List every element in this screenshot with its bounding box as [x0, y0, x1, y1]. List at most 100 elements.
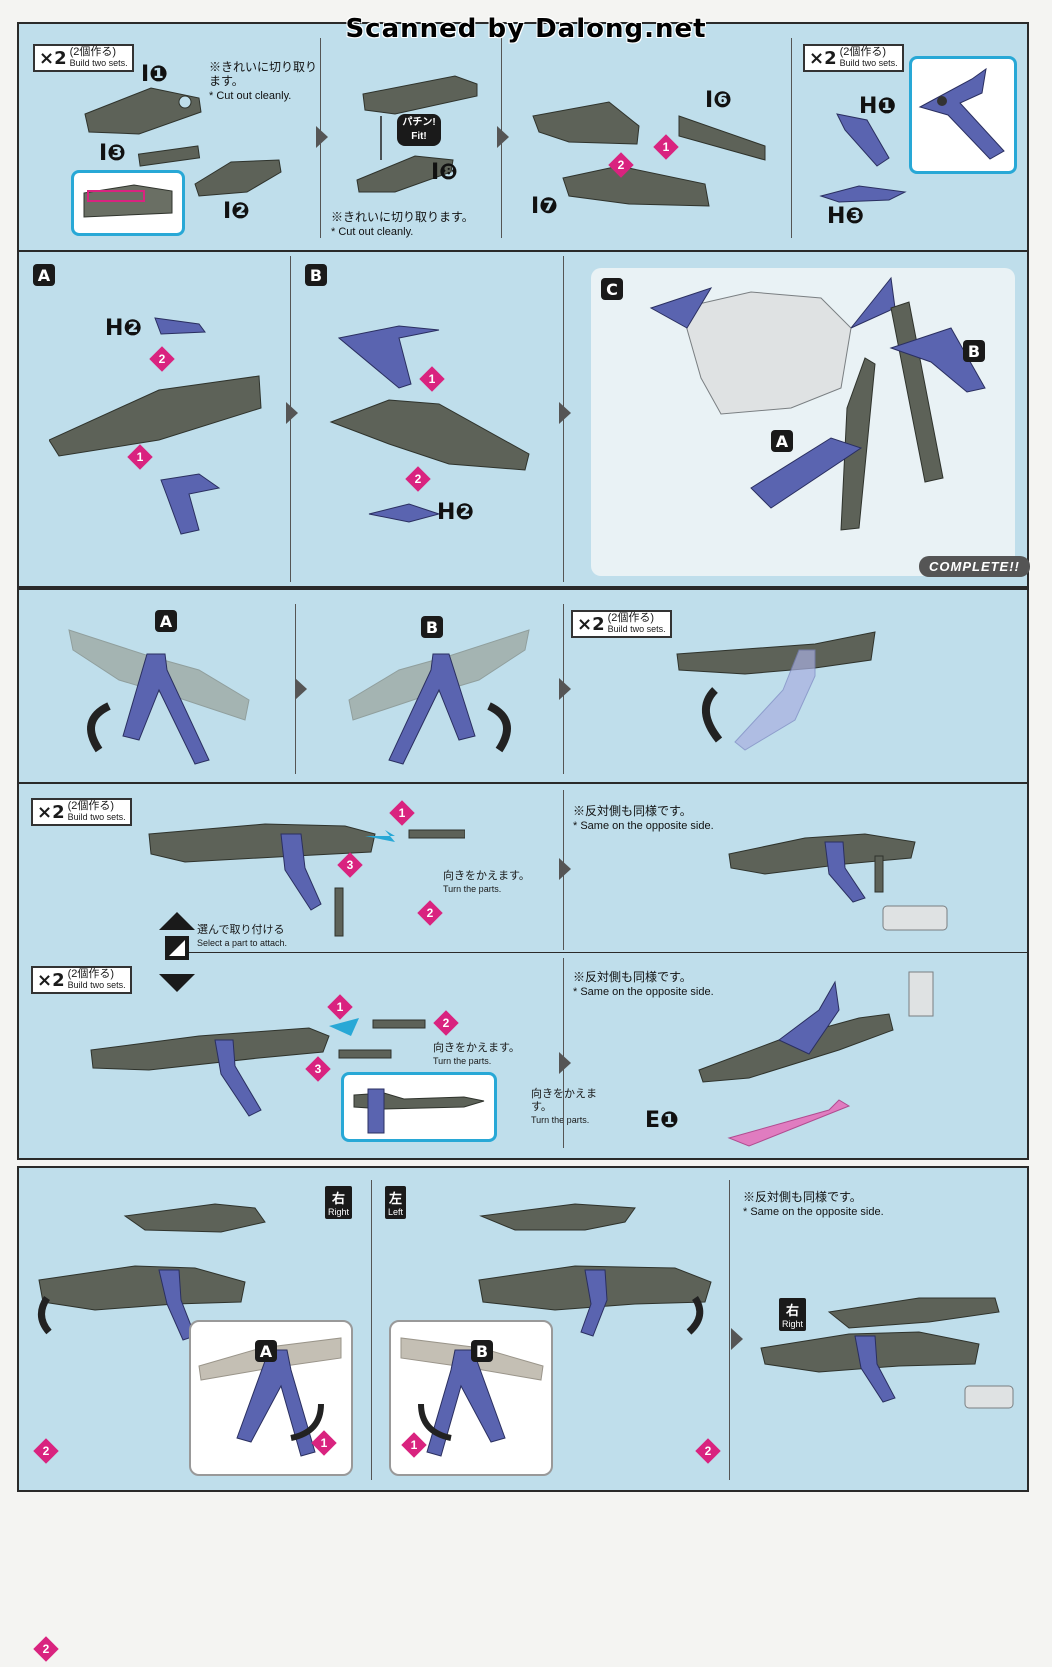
step-arrow [559, 402, 571, 424]
part-label-i3: I❸ [99, 141, 126, 166]
final-right-wing [760, 1297, 1014, 1409]
step-marker-1: 1 [401, 1432, 427, 1458]
wing-with-part-attach [148, 823, 465, 937]
step-marker-1: 1 [389, 800, 415, 826]
badge-en: Build two sets. [67, 980, 126, 990]
wing-rotate-b [348, 629, 530, 765]
instruction-panel-top: ×2 (2個作る)Build two sets. I❶ I❸ I❷ ※きれいに切… [17, 22, 1030, 588]
part-label-i6: I❻ [705, 88, 732, 113]
part-label-i1: I❶ [141, 62, 168, 87]
wing-rotate-a [68, 629, 250, 765]
label-a: A [255, 1340, 277, 1362]
label-a-final: A [771, 430, 793, 452]
assembly-b-drawing [329, 325, 530, 523]
select-note: 選んで取り付ける Select a part to attach. [197, 924, 337, 950]
step-arrow [559, 1052, 571, 1074]
label-c: C [601, 278, 623, 300]
step-arrow [731, 1328, 743, 1350]
right-side-tag: 右 Right [325, 1186, 353, 1219]
part-i1-body [84, 87, 202, 167]
divider [320, 38, 321, 238]
same-side-note-3: ※反対側も同様です。 * Same on the opposite side. [743, 1190, 1003, 1219]
select-note-en: Select a part to attach. [197, 938, 288, 948]
part-label-i2: I❷ [223, 199, 250, 224]
turn-note-en: Turn the parts. [531, 1115, 590, 1125]
same-note-en: * Same on the opposite side. [573, 986, 714, 998]
section-divider [19, 250, 1027, 252]
completed-model-drawing [649, 276, 986, 531]
wing-with-rail-attach [90, 1018, 426, 1117]
badge-en: Build two sets. [69, 58, 128, 68]
turn-note-3: 向きをかえます。 Turn the parts. [531, 1088, 601, 1127]
build-two-badge: ×2 (2個作る)Build two sets. [803, 44, 904, 72]
part-label-i8: I❽ [431, 160, 458, 185]
scan-credit: Scanned by Dalong.net [345, 14, 707, 44]
wing-with-hand-1 [728, 833, 948, 931]
turn-note-jp: 向きをかえます。 [531, 1088, 597, 1113]
detail-inset-2 [909, 56, 1017, 174]
step-marker-1: 1 [327, 994, 353, 1020]
cut-note-jp: ※きれいに切り取ります。 [209, 60, 318, 88]
same-side-note-1: ※反対側も同様です。 * Same on the opposite side. [573, 804, 813, 833]
part-h1-h3 [819, 113, 907, 203]
turn-note-1: 向きをかえます。 Turn the parts. [443, 870, 543, 896]
step-marker-1: 1 [311, 1430, 337, 1456]
step-marker-2: 2 [405, 466, 431, 492]
step-arrow [316, 126, 328, 148]
completed-model-area [591, 268, 1015, 576]
right-jp: 右 [786, 1303, 800, 1318]
multiplier-text: ×2 [37, 801, 65, 823]
divider [563, 604, 564, 774]
detail-inset-1 [71, 170, 185, 236]
right-side-tag-2: 右 Right [779, 1298, 807, 1331]
divider [729, 1180, 730, 1480]
inset-detail-drawing [83, 184, 173, 218]
step-arrow [559, 678, 571, 700]
step-marker-2: 2 [417, 900, 443, 926]
divider [563, 958, 564, 1148]
section-divider [19, 782, 1027, 784]
divider [791, 38, 792, 238]
section-divider-thin [169, 952, 1027, 953]
part-assembly-i1-i8 [356, 75, 478, 193]
step-arrow [286, 402, 298, 424]
right-wing-assembly [38, 1203, 266, 1341]
part-label-i7: I❼ [531, 194, 558, 219]
label-b: B [421, 616, 443, 638]
part-i2-body [194, 159, 282, 197]
step-marker-1: 1 [127, 444, 153, 470]
select-part-icon [159, 912, 195, 992]
multiplier-text: ×2 [577, 613, 605, 635]
select-note-jp: 選んで取り付ける [197, 924, 285, 936]
divider [501, 38, 502, 238]
turn-note-jp: 向きをかえます。 [433, 1042, 520, 1054]
same-side-note-2: ※反対側も同様です。 * Same on the opposite side. [573, 970, 813, 999]
divider [563, 790, 564, 950]
step-marker-3: 3 [305, 1056, 331, 1082]
label-b-final: B [963, 340, 985, 362]
left-jp: 左 [389, 1191, 403, 1206]
badge-jp: (2個作る) [839, 46, 887, 58]
cut-note-jp: ※きれいに切り取ります。 [331, 210, 474, 224]
cut-note-2: ※きれいに切り取ります。 * Cut out cleanly. [331, 210, 501, 239]
label-a: A [155, 610, 177, 632]
instruction-panel-bottom: 右 Right 2 2 A 1 左 Left 2 B 1 [17, 1166, 1029, 1662]
build-two-badge: ×2 (2個作る)Build two sets. [31, 966, 132, 994]
divider [295, 604, 296, 774]
inset-h-part-drawing [918, 67, 1005, 160]
step-marker-2: 2 [608, 152, 634, 178]
divider [371, 1180, 372, 1480]
badge-jp: (2個作る) [67, 968, 115, 980]
multiplier-text: ×2 [37, 969, 65, 991]
badge-en: Build two sets. [67, 812, 126, 822]
fit-callout: パチン! Fit! [397, 114, 441, 146]
divider [290, 256, 291, 582]
step-marker-2: 2 [33, 1438, 59, 1464]
step-arrow [295, 678, 307, 700]
badge-jp: (2個作る) [67, 800, 115, 812]
step-marker-1: 1 [419, 366, 445, 392]
build-two-badge: ×2 (2個作る)Build two sets. [571, 610, 672, 638]
same-note-en: * Same on the opposite side. [743, 1206, 884, 1218]
part-label-h2b: H❷ [437, 500, 475, 525]
cut-note-en: * Cut out cleanly. [209, 90, 292, 102]
